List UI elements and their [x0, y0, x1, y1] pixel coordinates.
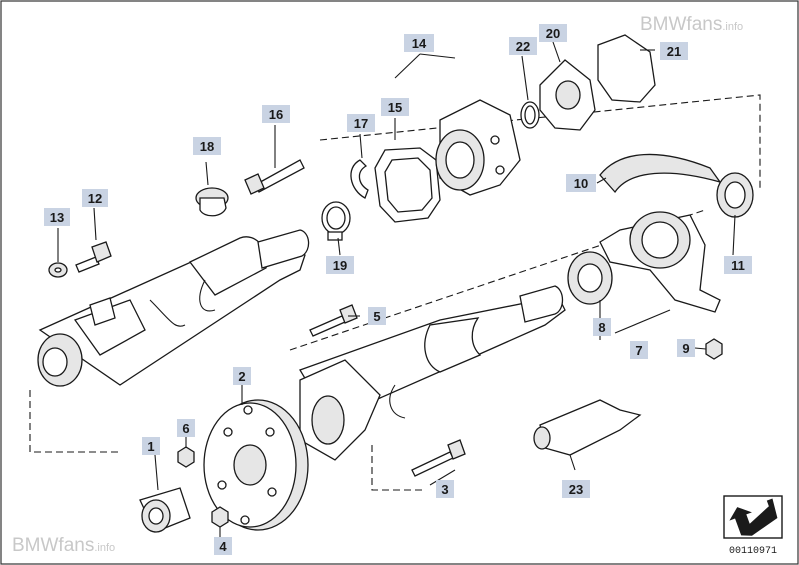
cover-20 [539, 59, 596, 131]
bolt-12 [75, 241, 112, 273]
svg-text:18: 18 [200, 139, 214, 154]
gasket-15 [374, 147, 441, 223]
callout-22: 22 [509, 37, 537, 55]
callout-18: 18 [193, 137, 221, 155]
seal-11 [716, 172, 754, 218]
svg-text:16: 16 [269, 107, 283, 122]
svg-text:23: 23 [569, 482, 583, 497]
center-bearing-7 [599, 211, 721, 313]
leader-lines [57, 41, 736, 538]
callout-6: 6 [177, 419, 195, 437]
svg-text:11: 11 [731, 258, 745, 273]
callouts: 1 2 3 4 5 6 7 8 9 10 11 12 13 14 15 16 1… [44, 24, 752, 555]
svg-text:20: 20 [546, 26, 560, 41]
watermark-bottom: BMWfans.info [12, 535, 115, 556]
svg-text:17: 17 [354, 116, 368, 131]
bolt-16 [244, 159, 305, 195]
callout-7: 7 [630, 341, 648, 359]
svg-text:13: 13 [50, 210, 64, 225]
front-driveshaft [37, 229, 310, 387]
watermark-top: BMWfans.info [640, 14, 743, 35]
svg-text:8: 8 [598, 320, 605, 335]
assembly-boundary-bolt [371, 445, 425, 491]
svg-text:19: 19 [333, 258, 347, 273]
svg-text:22: 22 [516, 39, 530, 54]
callout-10: 10 [566, 174, 596, 192]
flex-disc [203, 399, 309, 531]
callout-15: 15 [381, 98, 409, 116]
callout-13: 13 [44, 208, 70, 226]
nut-9 [705, 338, 723, 360]
svg-text:9: 9 [682, 341, 689, 356]
seal-21 [597, 34, 656, 103]
callout-3: 3 [436, 480, 454, 498]
callout-4: 4 [214, 537, 232, 555]
svg-text:2: 2 [238, 369, 245, 384]
callout-8: 8 [593, 318, 611, 336]
bolt-5 [309, 304, 358, 337]
diagram-code: 00110971 [729, 546, 777, 557]
callout-9: 9 [677, 339, 695, 357]
rear-driveshaft [299, 285, 566, 461]
callout-12: 12 [82, 189, 108, 207]
callout-14: 14 [404, 34, 434, 52]
svg-text:7: 7 [635, 343, 642, 358]
svg-text:21: 21 [667, 44, 681, 59]
grease-tube-23 [533, 399, 642, 456]
svg-text:5: 5 [373, 309, 380, 324]
nut-6 [177, 446, 195, 468]
callout-20: 20 [539, 24, 567, 42]
callout-5: 5 [368, 307, 386, 325]
cap-18 [195, 187, 229, 217]
bearing-8 [567, 251, 613, 305]
callout-19: 19 [326, 256, 354, 274]
callout-21: 21 [660, 42, 688, 60]
bushing [139, 487, 191, 533]
direction-arrow-icon [723, 495, 783, 539]
svg-text:4: 4 [219, 539, 227, 554]
callout-16: 16 [262, 105, 290, 123]
cover-10 [599, 153, 722, 194]
callout-1: 1 [142, 437, 160, 455]
bolt-3 [411, 439, 466, 477]
callout-17: 17 [347, 114, 375, 132]
joint-housing-14 [435, 99, 521, 196]
svg-text:3: 3 [441, 482, 448, 497]
callout-2: 2 [233, 367, 251, 385]
svg-text:10: 10 [574, 176, 588, 191]
svg-text:6: 6 [182, 421, 189, 436]
svg-text:15: 15 [388, 100, 402, 115]
circlip-17 [350, 159, 369, 199]
nut-4 [211, 506, 229, 528]
clamp-19 [321, 201, 351, 241]
callout-23: 23 [562, 480, 590, 498]
svg-text:14: 14 [412, 36, 427, 51]
callout-11: 11 [724, 256, 752, 274]
svg-text:12: 12 [88, 191, 102, 206]
svg-text:1: 1 [147, 439, 154, 454]
assembly-boundary-left [29, 390, 120, 453]
